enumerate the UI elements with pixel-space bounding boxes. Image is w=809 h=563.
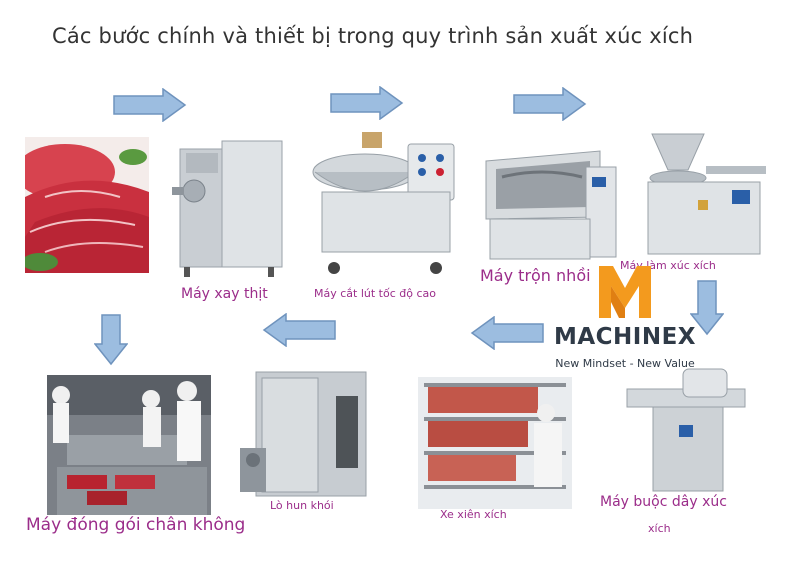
smoke-house-image xyxy=(236,368,370,500)
arrow-left-icon xyxy=(262,313,336,347)
arrow-right-icon xyxy=(113,88,187,122)
sausage-rack-image xyxy=(418,377,572,509)
arrow-right-icon xyxy=(330,86,404,120)
machinex-m-icon xyxy=(599,266,651,318)
sausage-filler-image xyxy=(640,130,774,260)
arrow-down-icon xyxy=(690,280,724,336)
step-label: Máy cắt lút tốc độ cao xyxy=(314,287,436,300)
meat-mixer-image xyxy=(482,147,620,265)
step-label: Máy buộc dây xúc xyxy=(600,494,727,510)
bowl-cutter-image xyxy=(310,128,460,283)
diagram-title: Các bước chính và thiết bị trong quy trì… xyxy=(52,24,694,48)
step-label: Lò hun khói xyxy=(270,499,334,512)
machinex-logo: MACHINEX New Mindset - New Value xyxy=(540,262,710,377)
step-label: Xe xiên xích xyxy=(440,508,507,521)
logo-tagline: New Mindset - New Value xyxy=(555,357,695,370)
step-label: xích xyxy=(648,522,671,535)
step-label: Máy xay thịt xyxy=(181,286,268,302)
step-label: Máy trộn nhồi xyxy=(480,266,591,285)
arrow-down-icon xyxy=(94,314,128,366)
logo-name: MACHINEX xyxy=(553,324,697,350)
arrow-left-icon xyxy=(470,316,544,350)
step-label: Máy đóng gói chân không xyxy=(26,515,246,535)
meat-grinder-image xyxy=(168,135,286,281)
raw-meat-image xyxy=(25,137,149,273)
sausage-twister-image xyxy=(623,365,749,493)
vacuum-packing-image xyxy=(47,375,211,515)
arrow-right-icon xyxy=(513,87,587,121)
